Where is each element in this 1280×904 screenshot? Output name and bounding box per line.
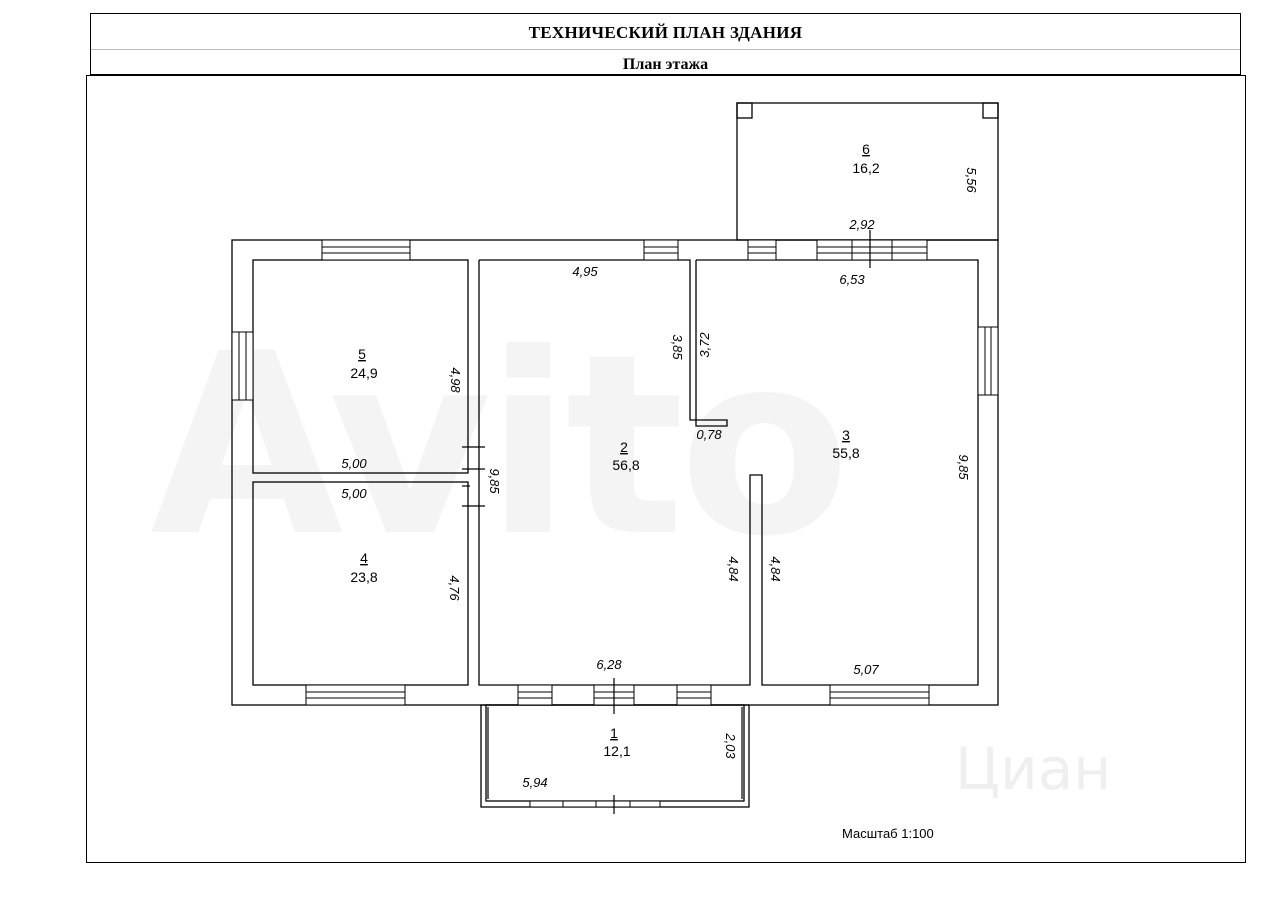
- window-top-room3-b: [816, 239, 928, 261]
- room-2-area: 56,8: [612, 457, 639, 473]
- room-6-number: 6: [862, 141, 870, 157]
- dim-room5-height: 4,98: [448, 367, 463, 393]
- page-subtitle: План этажа: [622, 56, 709, 73]
- dim-room4-height: 4,76: [447, 575, 462, 601]
- header-box: ТЕХНИЧЕСКИЙ ПЛАН ЗДАНИЯ План этажа: [90, 13, 1241, 75]
- cian-watermark: Циан: [955, 735, 1112, 803]
- room-2-number: 2: [620, 439, 628, 455]
- dim-wall-thickness: 0,78: [696, 427, 722, 442]
- scale-label: Масштаб 1:100: [842, 826, 934, 841]
- dim-partition-left: 4,84: [726, 556, 741, 581]
- dim-room6-height: 5,56: [964, 167, 979, 193]
- room-3-area: 55,8: [832, 445, 859, 461]
- window-top-room5: [321, 239, 411, 261]
- dim-room3-height: 9,85: [956, 454, 971, 480]
- dim-room5-width: 5,00: [341, 456, 367, 471]
- header-divider: [91, 49, 1240, 50]
- window-bottom-room4: [305, 684, 406, 706]
- window-bottom-room3: [829, 684, 930, 706]
- room-5-area: 24,9: [350, 365, 377, 381]
- dim-room3-bottom: 5,07: [853, 662, 879, 677]
- dim-room3-width: 6,53: [839, 272, 865, 287]
- dim-room2-height: 9,85: [487, 468, 502, 494]
- room-1-number: 1: [610, 725, 618, 741]
- window-right-room3: [977, 326, 999, 396]
- dim-room1-width: 5,94: [522, 775, 547, 790]
- avito-watermark: Avito: [150, 300, 850, 591]
- room-5-number: 5: [358, 346, 366, 362]
- dim-room4-width: 5,00: [341, 486, 367, 501]
- room-6-area: 16,2: [852, 160, 879, 176]
- dim-wall-right: 3,72: [697, 332, 712, 358]
- dim-room2-top: 4,95: [572, 264, 598, 279]
- dim-room6-width: 2,92: [848, 217, 875, 232]
- dim-room2-bottom: 6,28: [596, 657, 622, 672]
- room-2-outline-b: [478, 259, 979, 686]
- page-title: ТЕХНИЧЕСКИЙ ПЛАН ЗДАНИЯ: [528, 23, 803, 42]
- dim-room1-height: 2,03: [723, 732, 738, 759]
- room-1-area: 12,1: [603, 743, 630, 759]
- room-6-post-left: [736, 102, 753, 119]
- room-2-outline: [479, 259, 728, 427]
- room-4-number: 4: [360, 550, 368, 566]
- dim-wall-left: 3,85: [670, 334, 685, 360]
- room-6-post-right: [982, 102, 999, 119]
- dim-partition-right: 4,84: [768, 556, 783, 581]
- window-top-room3-a: [747, 239, 777, 261]
- window-left-room5: [231, 331, 254, 401]
- window-bottom-room1: [529, 800, 661, 808]
- room-3-number: 3: [842, 427, 850, 443]
- window-top-room2: [643, 239, 679, 261]
- drawing-frame: [86, 75, 1246, 863]
- room-4-area: 23,8: [350, 569, 377, 585]
